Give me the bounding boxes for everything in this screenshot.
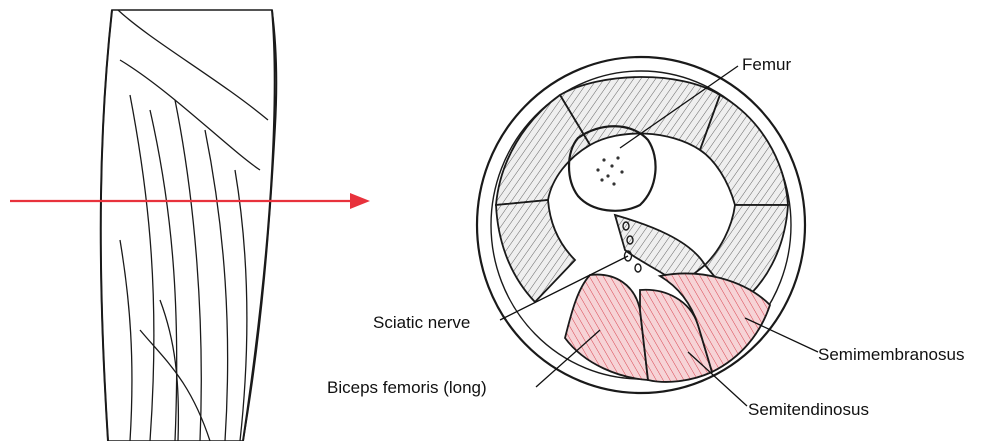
label-femur: Femur xyxy=(742,55,791,74)
label-sciatic-nerve: Sciatic nerve xyxy=(373,313,470,332)
thigh-cross-section xyxy=(477,57,805,393)
posterior-thigh-illustration xyxy=(101,10,277,441)
label-biceps-femoris: Biceps femoris (long) xyxy=(327,378,487,397)
label-semitendinosus: Semitendinosus xyxy=(748,400,869,419)
hamstring-muscles xyxy=(565,274,770,382)
anterior-muscle-groups xyxy=(496,77,788,305)
label-semimembranosus: Semimembranosus xyxy=(818,345,964,364)
